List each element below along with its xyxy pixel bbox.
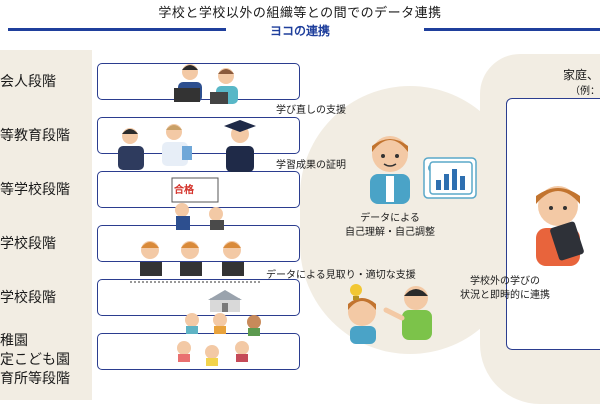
subtitle-band: ヨコの連携 xyxy=(0,20,600,39)
higher-education-illustration xyxy=(118,120,256,172)
stage-box-elementary xyxy=(97,279,300,316)
caption-outside-learning-line1: 学校外の学びの xyxy=(470,276,540,287)
stage-label-panel xyxy=(0,50,92,400)
stage-box-junior-high xyxy=(97,225,300,262)
lightbulb-icon xyxy=(350,284,362,300)
stage-label-preschool: 稚園 定こども園 育所等段階 xyxy=(0,332,92,389)
junior-high-students-illustration xyxy=(140,241,244,276)
stage-label-elementary: 学校段階 xyxy=(0,290,56,306)
adult-learners-illustration xyxy=(174,64,238,104)
right-section-example: （例： xyxy=(570,86,600,97)
stage-label-nintei: 定こども園 xyxy=(0,352,70,368)
student-teacher-illustration xyxy=(348,286,432,344)
junior-high-desk-line xyxy=(130,281,260,283)
title-rule-right xyxy=(424,28,600,31)
school-building-icon xyxy=(208,290,242,312)
child-with-tablet-illustration xyxy=(536,186,584,266)
data-chart-icon xyxy=(429,161,473,195)
stage-label-nursery: 育所等段階 xyxy=(0,371,70,387)
caption-observation-support: データによる見取り・適切な支援 xyxy=(266,270,416,281)
stage-box-preschool xyxy=(97,333,300,370)
right-section-title: 家庭、 xyxy=(563,68,600,82)
caption-outside-learning-line2: 状況と即時的に連携 xyxy=(460,290,550,301)
caption-learning-proof: 学習成果の証明 xyxy=(276,160,346,171)
title-rule-left xyxy=(8,28,226,31)
stage-label-junior-high: 学校段階 xyxy=(0,236,56,252)
preschool-children-illustration xyxy=(177,313,261,366)
caption-self-understanding-line1: データによる xyxy=(360,213,420,224)
subtitle: ヨコの連携 xyxy=(261,24,338,38)
caption-self-understanding-line2: 自己理解・自己調整 xyxy=(345,227,435,238)
high-school-pass-illustration xyxy=(171,177,224,230)
pass-badge: 合格 xyxy=(174,185,194,196)
stage-label-adult: 会人段階 xyxy=(0,74,56,90)
stage-label-higher-education: 等教育段階 xyxy=(0,128,70,144)
caption-relearning-support: 学び直しの支援 xyxy=(276,105,346,116)
stage-label-kindergarten: 稚園 xyxy=(0,333,28,349)
stage-label-high-school: 等学校段階 xyxy=(0,182,70,198)
diagram-title: 学校と学校以外の組織等との間でのデータ連携 xyxy=(158,6,442,21)
